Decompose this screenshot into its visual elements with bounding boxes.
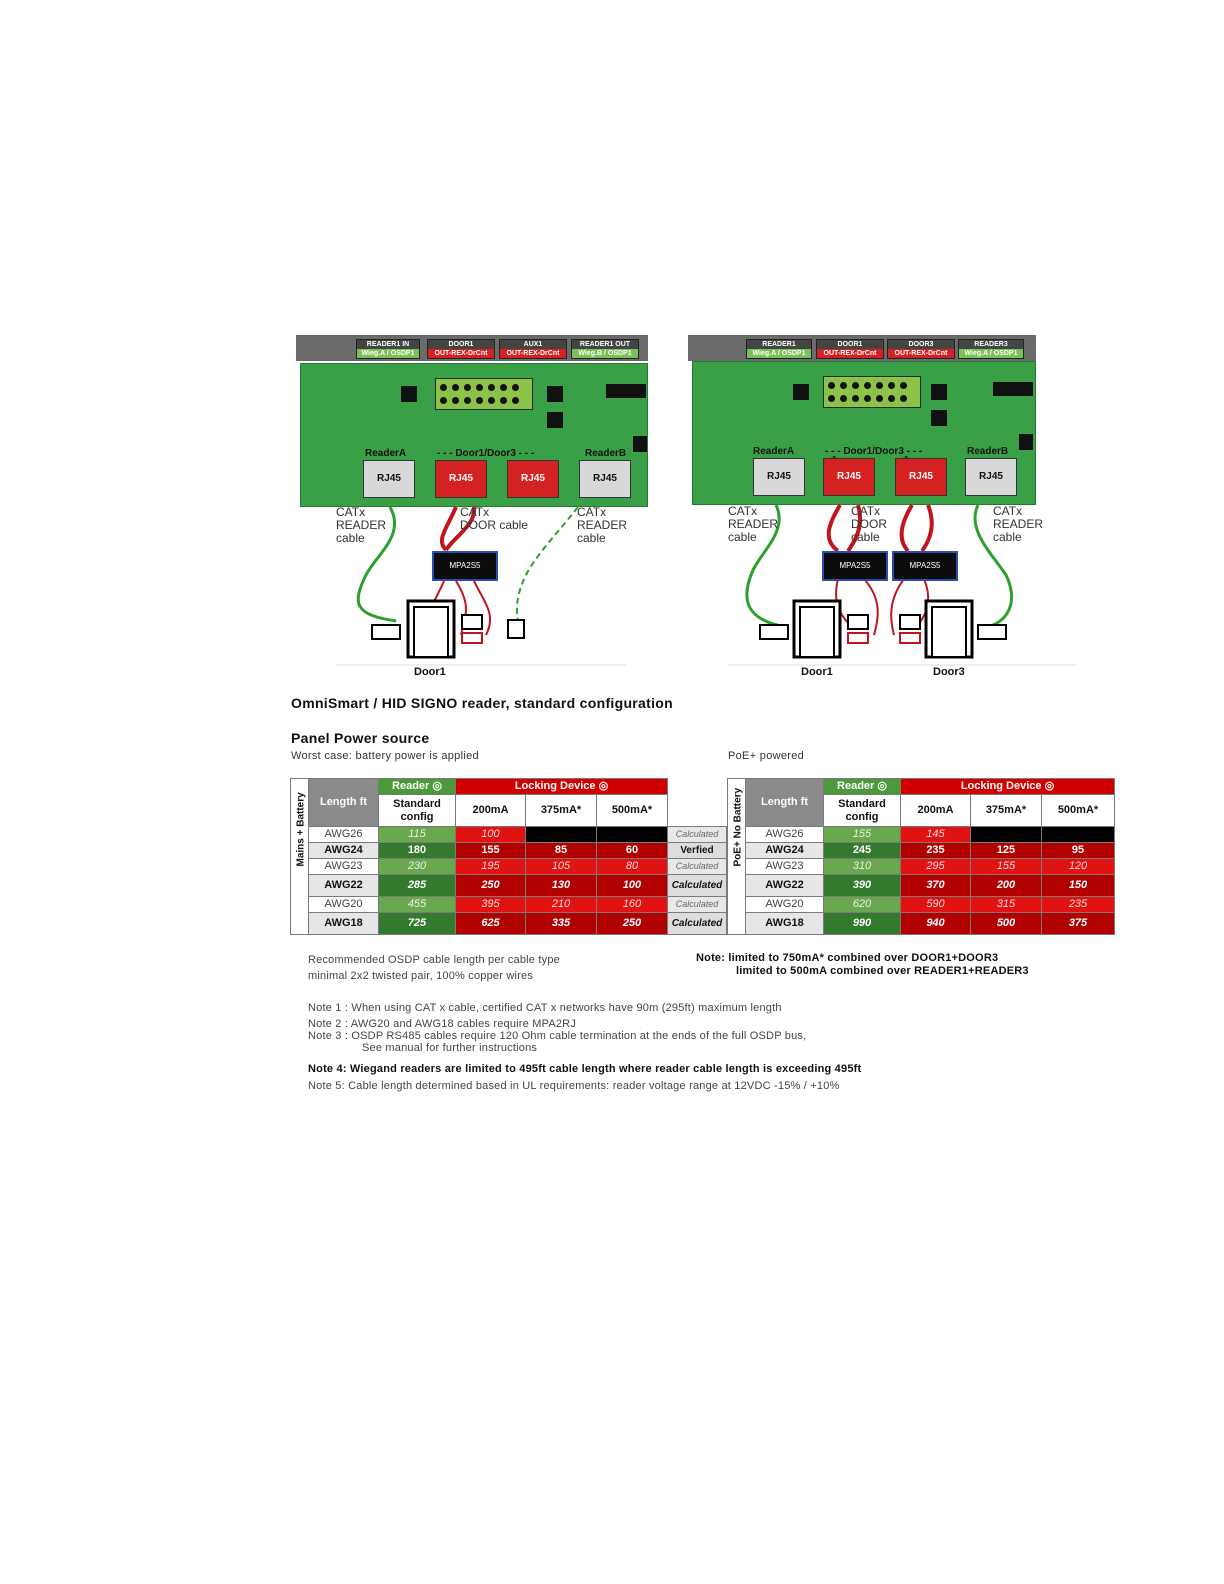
pin-header	[606, 384, 646, 398]
col-header-length: Length ft	[308, 778, 379, 827]
rj45-door1: RJ45	[435, 460, 487, 498]
rj45-reader-b: RJ45	[579, 460, 631, 498]
note-3: Note 3 : OSDP RS485 cables require 120 O…	[308, 1030, 807, 1042]
rj45-reader-a: RJ45	[753, 458, 805, 496]
note-4: Note 4: Wiegand readers are limited to 4…	[308, 1063, 862, 1075]
note-2: Note 2 : AWG20 and AWG18 cables require …	[308, 1018, 577, 1030]
col-header-200ma: 200mA	[455, 794, 526, 827]
cable-length-table-poe: PoE+ No Battery Length ft Reader ◎ Locki…	[727, 778, 1115, 935]
note-1: Note 1 : When using CAT x cable, certifi…	[308, 1002, 782, 1014]
door3-label: Door3	[933, 666, 965, 678]
rj45-door3: RJ45	[507, 460, 559, 498]
terminal-block	[823, 376, 921, 408]
pin-header	[931, 410, 947, 426]
pin-header	[401, 386, 417, 402]
terminal-block	[435, 378, 533, 410]
rj45-reader-a: RJ45	[363, 460, 415, 498]
diagram-caption: OmniSmart / HID SIGNO reader, standard c…	[291, 695, 673, 711]
pin-header	[993, 382, 1033, 396]
limit-note-2: limited to 500mA combined over READER1+R…	[736, 965, 1029, 977]
col-header-500ma: 500mA*	[1041, 794, 1115, 827]
rj45-door3: RJ45	[895, 458, 947, 496]
power-source-title: Panel Power source	[291, 730, 430, 746]
door-group-label: - - - Door1/Door3 - - -	[437, 448, 535, 459]
reader-a-label: ReaderA	[753, 446, 795, 457]
reader-a-label: ReaderA	[365, 448, 407, 459]
table-side-label: Mains + Battery	[290, 778, 309, 935]
col-header-200ma: 200mA	[900, 794, 971, 827]
col-header-375ma: 375mA*	[970, 794, 1042, 827]
control-board: ReaderA - - - Door1/Door3 - - - ReaderB …	[300, 363, 648, 507]
cable-length-table-mains-battery: Mains + Battery Length ft Reader ◎ Locki…	[290, 778, 727, 935]
col-header-locking-device: Locking Device ◎	[900, 778, 1115, 795]
pin-header	[547, 412, 563, 428]
pin-header	[547, 386, 563, 402]
col-header-375ma: 375mA*	[525, 794, 597, 827]
cable-wires	[336, 506, 626, 666]
col-header-reader: Reader ◎	[823, 778, 901, 795]
note-3-continued: See manual for further instructions	[362, 1042, 538, 1054]
reader-b-label: ReaderB	[967, 446, 1009, 457]
door1-label: Door1	[801, 666, 833, 678]
col-header-500ma: 500mA*	[596, 794, 668, 827]
cable-wires	[728, 503, 1076, 666]
pin-header	[793, 384, 809, 400]
mpa-module: MPA2S5	[432, 551, 498, 581]
mpa-module-door3: MPA2S5	[892, 551, 958, 581]
reader-b-label: ReaderB	[585, 448, 627, 459]
right-table-subtitle: PoE+ powered	[728, 750, 805, 762]
door1-label: Door1	[414, 666, 446, 678]
col-header-reader: Reader ◎	[378, 778, 456, 795]
recommend-line-1: Recommended OSDP cable length per cable …	[308, 954, 560, 966]
left-table-subtitle: Worst case: battery power is applied	[291, 750, 479, 762]
col-header-locking-device: Locking Device ◎	[455, 778, 668, 795]
note-5: Note 5: Cable length determined based in…	[308, 1080, 840, 1092]
table-side-label: PoE+ No Battery	[727, 778, 746, 935]
rj45-door1: RJ45	[823, 458, 875, 496]
pin-header	[931, 384, 947, 400]
limit-note-1: Note: limited to 750mA* combined over DO…	[696, 952, 999, 964]
control-board: ReaderA - - - Door1/Door3 - - - ReaderB …	[692, 361, 1036, 505]
rj45-reader-b: RJ45	[965, 458, 1017, 496]
door-group-label: - - - Door1/Door3 - - -	[825, 446, 923, 457]
col-header-length: Length ft	[745, 778, 824, 827]
pin-header	[1019, 434, 1033, 450]
pin-header	[633, 436, 647, 452]
recommend-line-2: minimal 2x2 twisted pair, 100% copper wi…	[308, 970, 534, 982]
mpa-module-door1: MPA2S5	[822, 551, 888, 581]
